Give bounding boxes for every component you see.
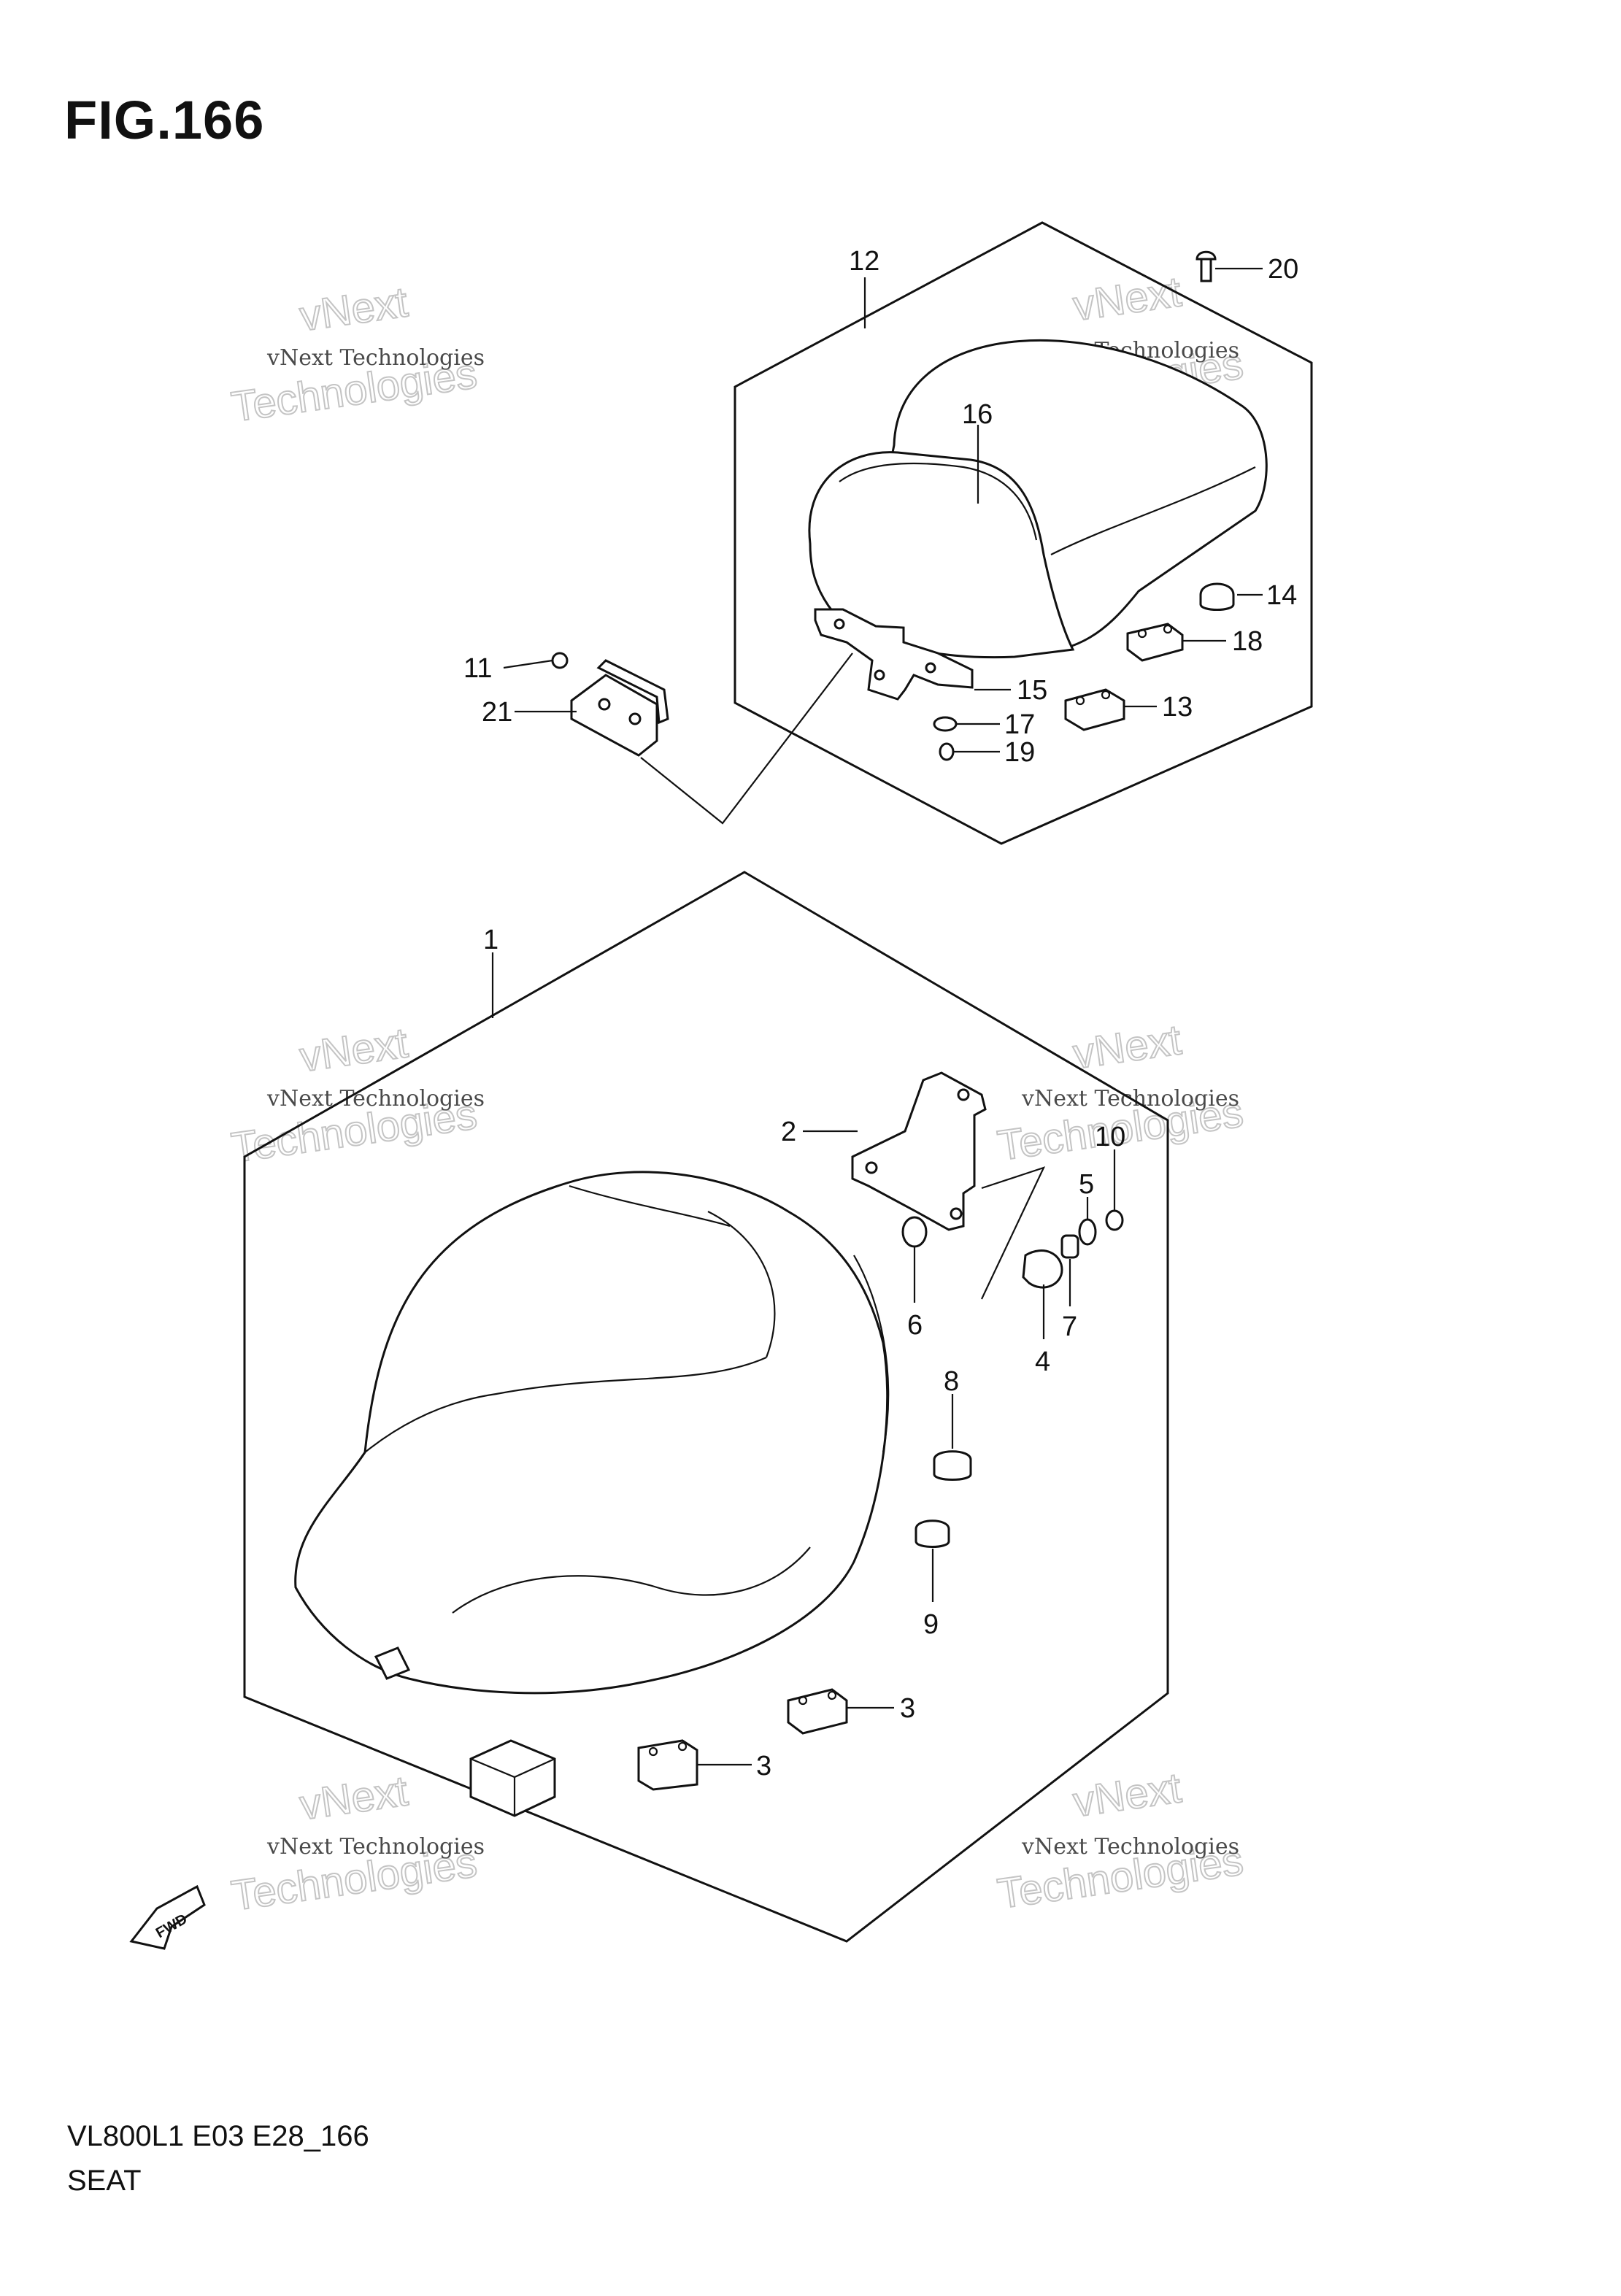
callout-1: 1 — [483, 925, 498, 955]
section-name: SEAT — [67, 2165, 142, 2197]
washer-6 — [901, 1216, 928, 1248]
watermark-vnext-text: vNext — [1070, 1764, 1184, 1826]
nut-10 — [1105, 1209, 1124, 1231]
lock-4 — [1022, 1249, 1063, 1289]
callout-5: 5 — [1079, 1169, 1094, 1200]
seat-hook — [570, 659, 669, 757]
callout-10: 10 — [1095, 1122, 1125, 1152]
cushion-9 — [915, 1519, 950, 1548]
cushion-18 — [1126, 623, 1184, 662]
watermark-vnext-text: vNext — [297, 278, 411, 340]
washer-5 — [1078, 1218, 1097, 1246]
callout-labels: 12 20 16 14 18 15 13 17 19 11 21 1 2 10 … — [463, 246, 1298, 1781]
cushion-13 — [1064, 688, 1125, 731]
cushion-8 — [933, 1450, 972, 1481]
figure-title: FIG.166 — [64, 90, 265, 150]
callout-20: 20 — [1268, 254, 1298, 285]
callout-14: 14 — [1266, 580, 1297, 611]
nut-11 — [551, 652, 569, 669]
callout-21: 21 — [482, 697, 512, 728]
leader-lines — [491, 267, 1263, 1766]
callout-6: 6 — [907, 1310, 923, 1341]
callout-2: 2 — [781, 1117, 796, 1147]
bracket-reference-line — [981, 1166, 1046, 1300]
watermark-vnext-text: vNext — [1070, 268, 1184, 330]
watermark-small-text: vNext Technologies — [266, 1834, 485, 1860]
callout-18: 18 — [1232, 626, 1263, 657]
bolt-20 — [1195, 250, 1217, 282]
callout-3-lower: 3 — [756, 1751, 771, 1781]
watermark-vnext-text: vNext — [297, 1767, 411, 1829]
watermark-small-text: vNext Technologies — [266, 345, 485, 371]
watermark-top-left: Technologies vNext vNext Technologies — [228, 277, 485, 431]
callout-13: 13 — [1162, 692, 1193, 723]
front-seat-group-frame — [243, 871, 1169, 1943]
callout-9: 9 — [923, 1609, 939, 1640]
callout-3-upper: 3 — [900, 1693, 915, 1724]
watermark-mid-left: Technologies vNext vNext Technologies — [228, 1018, 485, 1172]
callout-15: 15 — [1017, 675, 1047, 706]
watermark-bottom-left: Technologies vNext vNext Technologies — [228, 1766, 485, 1920]
cushion-3-upper — [787, 1688, 848, 1735]
cushion-3-lower — [637, 1739, 698, 1791]
callout-17: 17 — [1004, 709, 1035, 740]
callout-7: 7 — [1062, 1311, 1077, 1342]
tool-bag-box — [469, 1739, 556, 1817]
front-seat-rider — [294, 1171, 890, 1695]
watermark-small-text: vNext Technologies — [266, 1086, 485, 1112]
callout-8: 8 — [944, 1366, 959, 1397]
rear-seat-pillion — [808, 339, 1268, 659]
cushion-14 — [1199, 582, 1235, 611]
watermark-bottom-right: Technologies vNext vNext Technologies — [994, 1763, 1247, 1919]
callout-19: 19 — [1004, 737, 1035, 768]
nut-19 — [939, 742, 955, 761]
callout-16: 16 — [962, 399, 993, 430]
collar-7 — [1060, 1234, 1079, 1259]
watermark-vnext-text: vNext — [1070, 1016, 1184, 1078]
model-code: VL800L1 E03 E28_166 — [67, 2120, 369, 2152]
washer-17 — [933, 716, 958, 732]
rear-seat-bracket — [814, 608, 974, 701]
callout-12: 12 — [849, 246, 879, 277]
rear-seat-group-frame — [734, 221, 1313, 845]
watermark-small-text: vNext Technologies — [1021, 1834, 1239, 1860]
hook-reference-line — [640, 652, 853, 825]
fwd-arrow-icon: FWD — [129, 1884, 206, 1950]
callout-11: 11 — [463, 653, 492, 684]
front-seat-bracket — [851, 1071, 987, 1231]
callout-4: 4 — [1035, 1347, 1050, 1377]
